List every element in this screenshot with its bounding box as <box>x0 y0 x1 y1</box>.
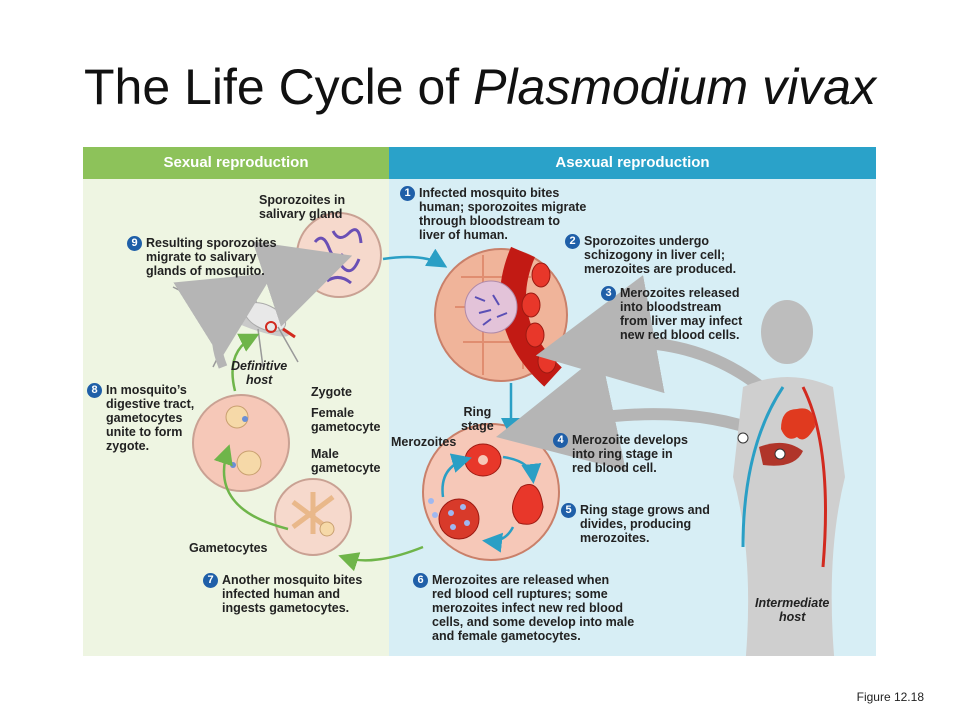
label-male-gametocyte: Male gametocyte <box>311 447 381 475</box>
label-merozoites: Merozoites <box>391 435 457 449</box>
liver-circle <box>434 246 568 387</box>
step-5: 5 Ring stage grows and divides, producing… <box>561 503 710 545</box>
figure-caption: Figure 12.18 <box>856 690 924 704</box>
step-7-text: Another mosquito bites infected human an… <box>222 573 363 615</box>
step-9-badge: 9 <box>127 236 142 251</box>
gut-circle <box>192 394 290 492</box>
step-1-text: Infected mosquito bites human; sporozoit… <box>419 186 587 242</box>
step-9: 9 Resulting sporozoites migrate to saliva… <box>127 236 277 278</box>
step-8-text: In mosquito’s digestive tract, gametocyt… <box>106 383 195 453</box>
step-7: 7 Another mosquito bites infected human a… <box>203 573 362 615</box>
step-5-text: Ring stage grows and divides, producing … <box>580 503 710 545</box>
step-1-badge: 1 <box>400 186 415 201</box>
life-cycle-figure: Sexual reproduction Asexual reproduction <box>83 147 876 656</box>
step-1: 1 Infected mosquito bites human; sporozoi… <box>400 186 586 242</box>
step-3: 3 Merozoites released into bloodstream fr… <box>601 286 742 342</box>
asexual-reproduction-header: Asexual reproduction <box>389 147 876 179</box>
label-zygote: Zygote <box>311 385 352 399</box>
step-3-badge: 3 <box>601 286 616 301</box>
label-definitive-host: Definitive host <box>231 359 288 387</box>
step-3-text: Merozoites released into bloodstream fro… <box>620 286 743 342</box>
gametocytes-circle <box>274 478 352 556</box>
step-9-text: Resulting sporozoites migrate to salivar… <box>146 236 277 278</box>
step-4-badge: 4 <box>553 433 568 448</box>
label-female-gametocyte: Female gametocyte <box>311 406 381 434</box>
title-main: The Life Cycle of <box>84 59 474 115</box>
step-6-badge: 6 <box>413 573 428 588</box>
step-2-text: Sporozoites undergo schizogony in liver … <box>584 234 737 276</box>
diagram-graphics <box>172 212 845 656</box>
step-8-badge: 8 <box>87 383 102 398</box>
slide-title: The Life Cycle of Plasmodium vivax <box>0 58 960 116</box>
step-7-badge: 7 <box>203 573 218 588</box>
label-sporozoites: Sporozoites in salivary gland <box>259 193 346 221</box>
sexual-reproduction-header: Sexual reproduction <box>83 147 389 179</box>
step-8: 8 In mosquito’s digestive tract, gametocy… <box>87 383 194 453</box>
step-2-badge: 2 <box>565 234 580 249</box>
step-4: 4 Merozoite develops into ring stage in r… <box>553 433 688 475</box>
title-italic: Plasmodium vivax <box>473 59 876 115</box>
label-intermediate-host: Intermediate host <box>755 596 830 624</box>
step-6: 6 Merozoites are released when red blood … <box>413 573 634 643</box>
salivary-gland-sporozoites-circle <box>296 212 382 298</box>
step-6-text: Merozoites are released when red blood c… <box>432 573 635 643</box>
label-gametocytes: Gametocytes <box>189 541 268 555</box>
label-ring-stage: Ring stage <box>461 405 494 433</box>
step-4-text: Merozoite develops into ring stage in re… <box>572 433 688 475</box>
human-figure <box>733 300 845 656</box>
step-2: 2 Sporozoites undergo schizogony in liver… <box>565 234 736 276</box>
step-5-badge: 5 <box>561 503 576 518</box>
